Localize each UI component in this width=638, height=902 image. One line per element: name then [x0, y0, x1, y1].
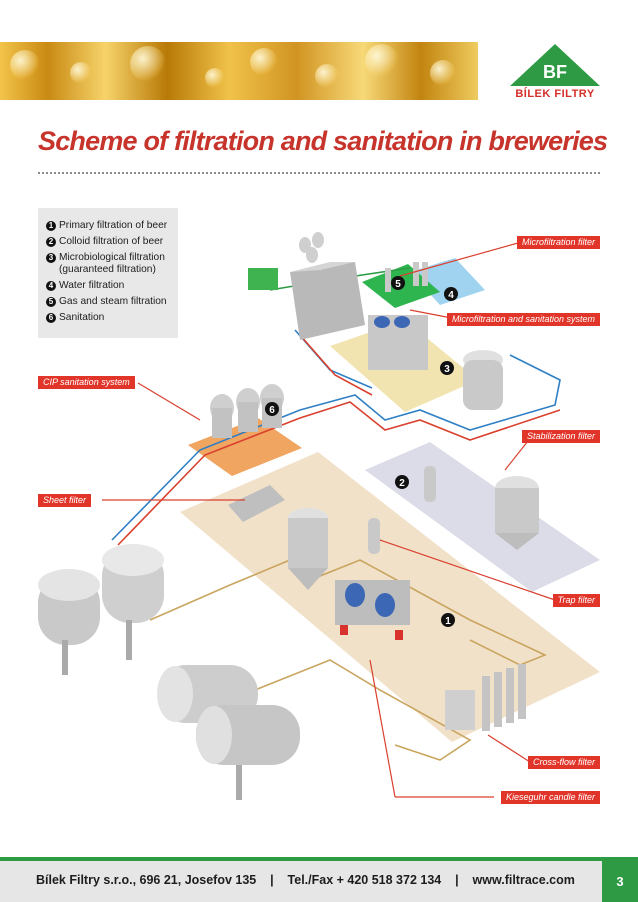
control-building [290, 262, 365, 340]
logo-triangle-icon [510, 44, 600, 86]
storage-tank-vertical-1 [38, 569, 100, 675]
pipe-tan [149, 559, 548, 666]
legend-label: Gas and steam filtration [59, 296, 167, 307]
gas-cylinders [299, 232, 324, 263]
page-title: Scheme of filtration and sanitation in b… [38, 126, 608, 156]
callout-trap-filter: Trap filter [552, 594, 600, 607]
cross-flow-filter-unit [445, 664, 526, 731]
zone-marker-4 [444, 287, 458, 301]
legend-label: Colloid filtration of beer [59, 236, 164, 247]
header-banner-image [0, 42, 478, 100]
pipe-tan-2 [229, 659, 472, 761]
candle-filter-unit [335, 580, 410, 640]
pipe-red-2 [299, 334, 373, 396]
stabilization-tank [495, 476, 539, 550]
page-number: 3 [602, 861, 638, 902]
leader-kieseguhr-2 [369, 659, 396, 798]
legend-number-icon: 5 [46, 297, 56, 307]
colloid-filter-housing [424, 466, 436, 502]
zone-marker-2-label: 2 [399, 478, 405, 489]
footer-contact: Bílek Filtry s.r.o., 696 21, Josefov 135… [36, 873, 575, 887]
zone-colloid-filtration [365, 442, 600, 592]
legend-label: Sanitation [59, 312, 105, 323]
title-divider [38, 172, 600, 174]
callout-microfiltration-filter: Microfiltration filter [516, 236, 600, 249]
callout-cross-flow-filter: Cross-flow filter [527, 756, 600, 769]
callout-kieseguhr-candle-filter: Kieseguhr candle filter [500, 791, 600, 804]
company-logo[interactable]: BF BÍLEK FILTRY [510, 44, 600, 104]
leader-cip [137, 382, 201, 421]
footer-divider [0, 857, 638, 861]
microfiltration-sanitation-unit [368, 315, 428, 370]
legend-number-icon: 1 [46, 221, 56, 231]
zone-marker-6-label: 6 [269, 405, 275, 416]
zone-marker-2 [395, 475, 409, 489]
leader-cross-flow [487, 734, 531, 763]
legend-number-icon: 4 [46, 281, 56, 291]
legend-number-icon: 3 [46, 253, 56, 263]
zone-sanitation [188, 418, 302, 476]
pipe-red [117, 401, 561, 546]
logo-name: BÍLEK FILTRY [515, 88, 595, 100]
kieselguhr-tank [288, 508, 328, 590]
zone-marker-6 [265, 402, 279, 416]
zone-marker-3-label: 3 [444, 364, 450, 375]
logo-mark: BF [543, 62, 567, 82]
legend-label: Water filtration [59, 280, 125, 291]
sheet-filter-unit [228, 485, 285, 522]
legend-label: Primary filtration of beer [59, 220, 168, 231]
callout-sheet-filter: Sheet filter [38, 494, 92, 507]
leader-microfiltration-filter [399, 242, 519, 277]
callout-stabilization-filter: Stabilization filter [521, 430, 600, 443]
microbiological-tank [463, 350, 503, 410]
zone-marker-4-label: 4 [448, 290, 454, 301]
zone-marker-3 [440, 361, 454, 375]
legend-label: (guaranteed filtration) [59, 264, 156, 275]
zone-marker-5 [391, 276, 405, 290]
leader-trap-filter [379, 539, 556, 601]
green-crates [248, 268, 278, 290]
zone-marker-5-label: 5 [395, 279, 401, 290]
storage-tank-vertical-2 [102, 544, 164, 660]
callout-cip-sanitation-system: CIP sanitation system [38, 376, 135, 389]
water-filter-housings [413, 262, 428, 286]
trap-filter-housing [368, 518, 380, 554]
legend-item: (guaranteed filtration) [59, 264, 156, 276]
gas-filter-housings [385, 268, 391, 292]
legend-number-icon: 6 [46, 313, 56, 323]
legend-number-icon: 2 [46, 237, 56, 247]
footer-bar [0, 861, 638, 902]
zone-marker-1 [441, 613, 455, 627]
zone-water [410, 258, 485, 305]
legend-label: Microbiological filtration [59, 252, 165, 263]
zone-marker-1-label: 1 [445, 616, 451, 627]
callout-microfiltration-sanitation-system: Microfiltration and sanitation system [446, 313, 600, 326]
storage-tank-horizontal-2 [196, 705, 300, 800]
